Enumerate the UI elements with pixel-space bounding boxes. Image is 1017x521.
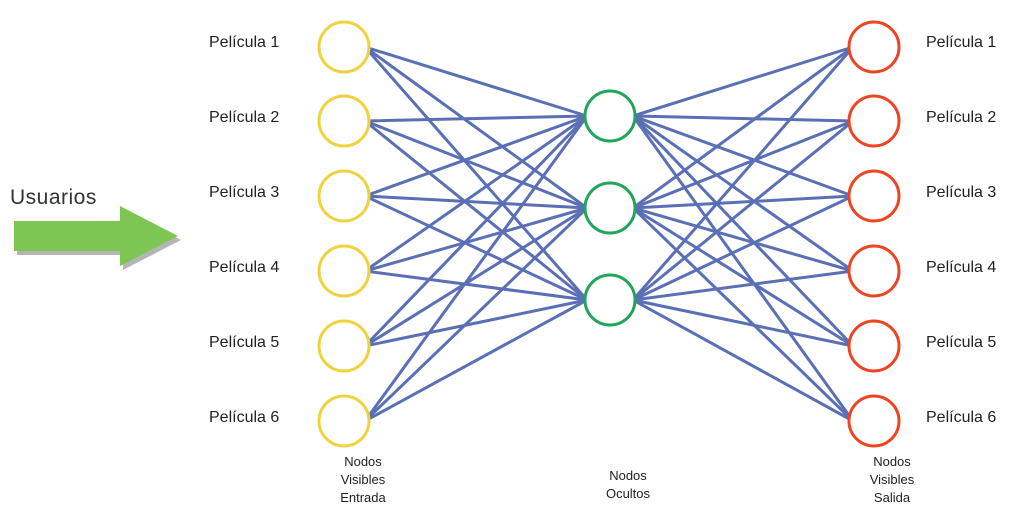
- output-node-5: [847, 319, 901, 373]
- output-label-6: Película 6: [926, 409, 997, 426]
- edge-in2-h3: [363, 119, 589, 302]
- output-caption-line-2: Visibles: [869, 472, 915, 487]
- edge-in4-h2: [363, 206, 589, 273]
- input-node-5: [317, 319, 371, 373]
- output-label-1: Película 1: [926, 34, 997, 51]
- hidden-node-2: [583, 181, 637, 235]
- users-label: Usuarios: [10, 186, 97, 209]
- edge-h1-out1: [631, 45, 855, 118]
- edge-in1-h3: [363, 45, 589, 302]
- edge-h3-out2: [631, 119, 855, 302]
- output-node-1: [847, 20, 901, 74]
- output-caption-line-1: Nodos: [873, 454, 911, 469]
- hidden-caption: Nodos Ocultos: [583, 467, 673, 503]
- edge-h1-out5: [631, 114, 855, 348]
- input-label-6: Película 6: [209, 409, 280, 426]
- input-node-2: [317, 94, 371, 148]
- edge-in6-h3: [363, 298, 589, 423]
- edge-h1-out6: [631, 114, 855, 423]
- edge-in1-h1: [363, 45, 589, 118]
- edge-h2-out1: [631, 45, 855, 210]
- edges: [363, 45, 855, 423]
- nodes: [317, 20, 901, 448]
- input-label-1: Película 1: [209, 34, 280, 51]
- edge-in5-h1: [363, 114, 589, 348]
- edge-in4-h1: [363, 114, 589, 273]
- edge-in6-h1: [363, 114, 589, 423]
- edge-h1-out4: [631, 114, 855, 273]
- edge-in1-h2: [363, 45, 589, 210]
- output-label-4: Película 4: [926, 259, 997, 276]
- edge-in3-h1: [363, 114, 589, 198]
- input-label-4: Película 4: [209, 259, 280, 276]
- output-node-3: [847, 169, 901, 223]
- input-caption-line-2: Visibles: [340, 472, 386, 487]
- output-node-4: [847, 244, 901, 298]
- edge-in3-h2: [363, 194, 589, 210]
- output-node-6: [847, 394, 901, 448]
- output-caption-line-3: Salida: [873, 490, 911, 505]
- edge-in6-h2: [363, 206, 589, 423]
- output-label-5: Película 5: [926, 334, 997, 351]
- edge-in5-h3: [363, 298, 589, 348]
- users-arrow: [14, 206, 181, 270]
- input-node-3: [317, 169, 371, 223]
- edge-in2-h1: [363, 114, 589, 123]
- edge-h3-out4: [631, 269, 855, 302]
- output-node-2: [847, 94, 901, 148]
- input-node-1: [317, 20, 371, 74]
- input-caption-line-1: Nodos: [344, 454, 382, 469]
- edge-h2-out5: [631, 206, 855, 348]
- edge-h1-out3: [631, 114, 855, 198]
- output-label-2: Película 2: [926, 109, 997, 126]
- input-node-4: [317, 244, 371, 298]
- edge-h2-out6: [631, 206, 855, 423]
- edge-in3-h3: [363, 194, 589, 302]
- input-label-5: Película 5: [209, 334, 280, 351]
- edge-h3-out1: [631, 45, 855, 302]
- edge-in5-h2: [363, 206, 589, 348]
- output-caption: Nodos Visibles Salida: [847, 453, 937, 507]
- input-caption: Nodos Visibles Entrada: [318, 453, 408, 507]
- edge-h2-out3: [631, 194, 855, 210]
- input-label-3: Película 3: [209, 184, 280, 201]
- output-label-3: Película 3: [926, 184, 997, 201]
- input-node-6: [317, 394, 371, 448]
- hidden-node-1: [583, 89, 637, 143]
- input-caption-line-3: Entrada: [340, 490, 386, 505]
- right-arrow-icon: [14, 206, 178, 266]
- edge-h2-out2: [631, 119, 855, 210]
- edge-h3-out6: [631, 298, 855, 423]
- edge-in4-h3: [363, 269, 589, 302]
- input-label-2: Película 2: [209, 109, 280, 126]
- hidden-caption-line-1: Nodos: [609, 468, 647, 483]
- edge-h3-out3: [631, 194, 855, 302]
- edge-h1-out2: [631, 114, 855, 123]
- hidden-caption-line-2: Ocultos: [605, 486, 651, 501]
- edge-in2-h2: [363, 119, 589, 210]
- edge-h3-out5: [631, 298, 855, 348]
- edge-h2-out4: [631, 206, 855, 273]
- hidden-node-3: [583, 273, 637, 327]
